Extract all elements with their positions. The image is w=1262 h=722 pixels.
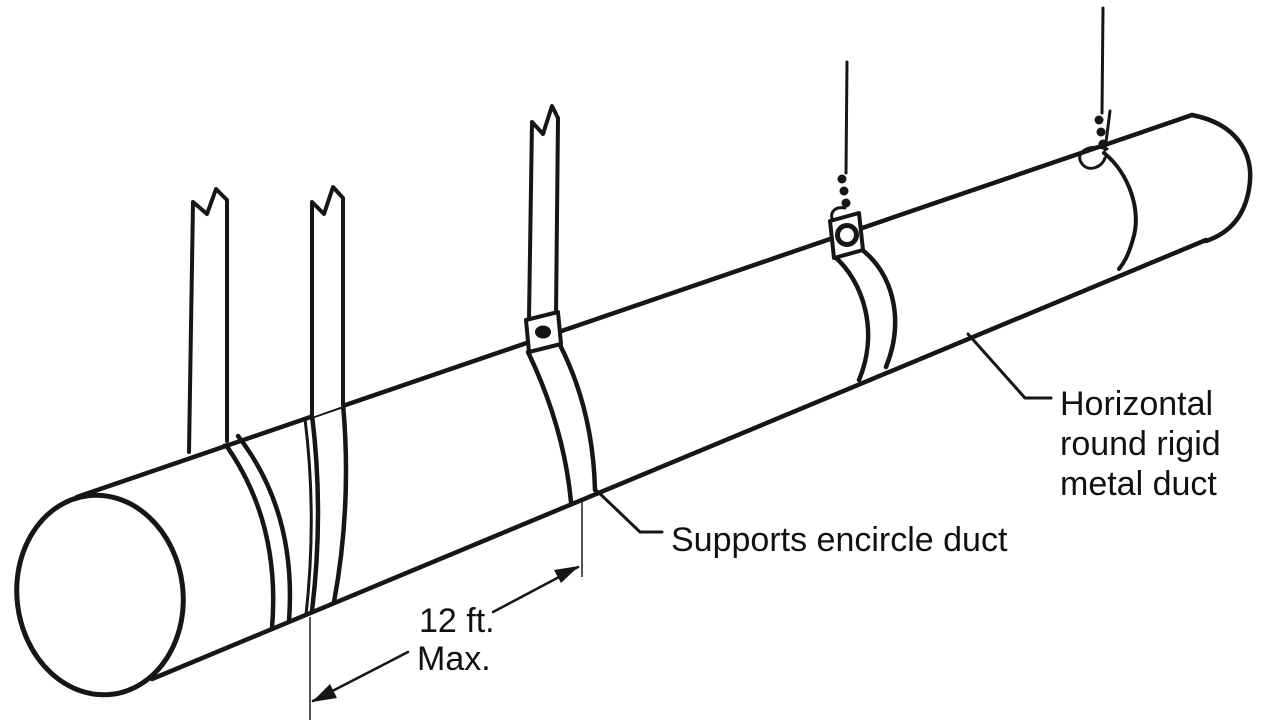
wire-1-tab-hole	[835, 223, 859, 247]
duct-label-line-1: Horizontal	[1060, 385, 1213, 423]
dimension-arrow-right	[554, 566, 579, 583]
dimension-value-text: 12 ft.	[419, 602, 495, 640]
wire-2-twist	[1094, 115, 1104, 125]
band-wire-1-edge	[858, 246, 898, 370]
wire-hanger-2	[1078, 6, 1112, 170]
dimension-qualifier-text: Max.	[417, 640, 491, 678]
duct-label-line-3: metal duct	[1060, 465, 1217, 503]
duct-label-line-2: round rigid	[1060, 425, 1221, 463]
band-strap-2-edge	[331, 401, 349, 605]
strap-hanger-2-outline	[310, 185, 345, 418]
strap-hanger-2	[310, 185, 345, 418]
strap-buckle-pin	[535, 325, 551, 339]
wire-1-twist	[841, 198, 851, 208]
strap-hanger-1-outline	[187, 187, 229, 454]
band-strap-1-edge	[235, 433, 293, 624]
dimension-arrow-left	[312, 684, 337, 702]
strap-hanger-1-body	[189, 189, 227, 452]
duct-bottom-edge	[149, 237, 1209, 682]
leader-supports	[593, 487, 664, 534]
band-strap-3-edge	[557, 342, 598, 493]
duct-right-end-cap	[1189, 112, 1253, 244]
duct-body	[14, 112, 1253, 698]
band-strap-3	[525, 349, 574, 505]
strap-hanger-3-body	[529, 106, 558, 318]
supports-label: Supports encircle duct	[671, 521, 1008, 559]
band-strap-1	[220, 438, 276, 631]
duct-top-edge	[74, 112, 1195, 500]
wire-2-loop	[1078, 145, 1109, 170]
callout-supports: Supports encircle duct	[593, 487, 1008, 559]
strap-hanger-1	[187, 187, 229, 454]
strap-hanger-3-outline	[527, 104, 560, 320]
wire-2	[1100, 6, 1105, 115]
band-strap-2	[309, 412, 321, 614]
band-wire-2	[1102, 151, 1138, 271]
wire-1-twist	[839, 186, 849, 196]
wire-1-twist	[837, 174, 847, 184]
callout-duct: Horizontal round rigid metal duct	[966, 332, 1221, 503]
wire-hanger-1	[828, 60, 865, 260]
leader-duct	[966, 332, 1053, 400]
band-strap-2-inner	[303, 417, 313, 617]
encircling-bands	[220, 151, 1138, 631]
wire-1	[844, 60, 849, 175]
strap-hanger-2-body	[312, 187, 343, 417]
band-wire-1	[831, 253, 871, 383]
wire-2-twist	[1096, 127, 1106, 137]
duct-end-rim	[14, 492, 186, 698]
strap-hanger-3	[524, 104, 563, 354]
dimension-12ft: 12 ft. Max.	[309, 501, 583, 720]
